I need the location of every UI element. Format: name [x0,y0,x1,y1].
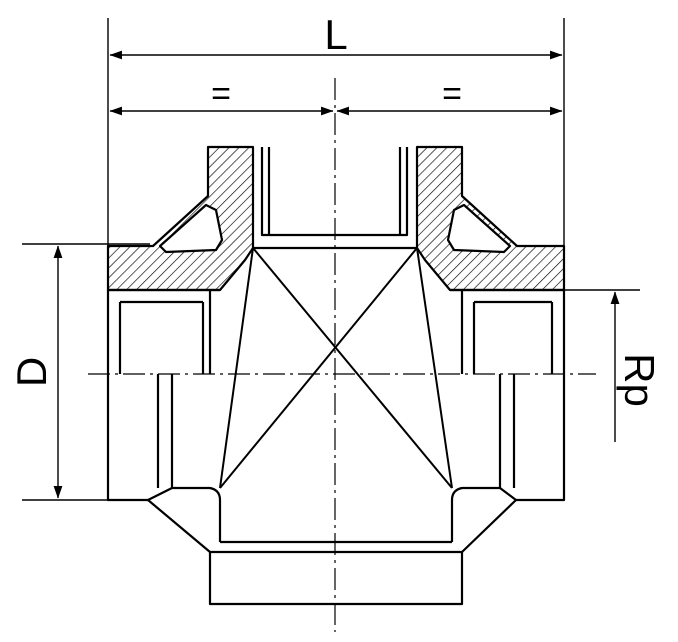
fitting-body [106,147,566,606]
diagonal-c [219,247,418,489]
fillet-cutout-left [158,203,224,254]
section-top-right [415,145,566,292]
hatched-sections [106,145,566,292]
right-arm-outline [516,290,566,502]
diagonal-a [219,247,254,489]
lower-left-crotch [147,486,222,542]
lower-right-shoulder [461,499,517,553]
right-arm-socket [460,290,554,374]
label-L: L [324,11,347,58]
right-arm-lower [498,374,516,488]
lower-left-shoulder [147,499,211,553]
section-top-left [106,145,255,292]
dimension-lines [22,18,640,501]
top-bore [260,147,409,237]
diagonal-b [252,247,453,489]
diagonal-d [416,247,453,489]
label-Rp: Rp [616,353,663,407]
label-half-right: = [442,75,462,113]
left-arm-socket [118,290,212,374]
left-arm-outline [106,290,148,502]
fillet-cutout-right [446,203,512,254]
interior-diagonals [219,247,453,489]
fillet-cutouts [158,203,512,254]
label-D: D [8,357,55,387]
label-half-left: = [211,75,231,113]
bottom-outlet [208,550,464,606]
lower-right-crotch [450,486,517,542]
left-arm-lower [156,374,174,488]
